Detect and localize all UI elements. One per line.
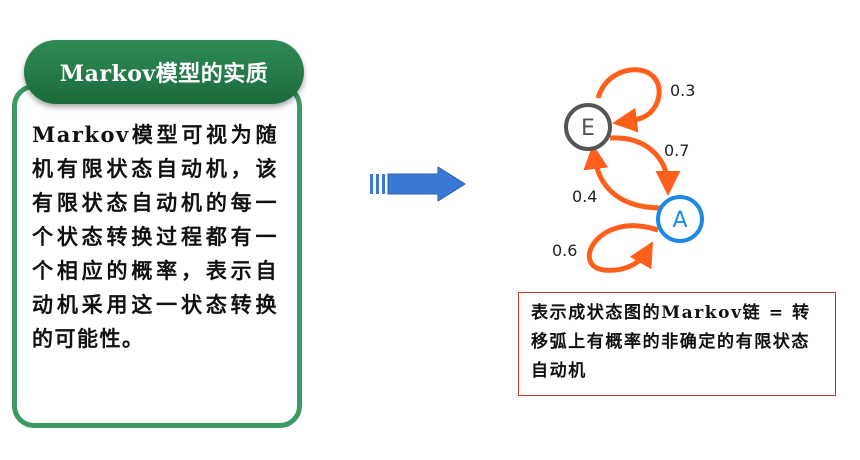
node-a [656,195,704,243]
state-diagram: E A 0.3 0.7 0.4 0.6 [552,67,704,273]
label-e-e: 0.3 [670,81,695,100]
panel-body-text: Markov模型可视为随机有限状态自动机，该有限状态自动机的每一个状态转换过程都… [32,122,278,351]
content-panel [12,84,302,428]
node-e [564,103,612,151]
edge-a-a [586,223,659,273]
edge-e-e [595,67,662,133]
block-arrow-icon [370,166,466,202]
node-a-label: A [672,208,687,233]
label-e-a: 0.7 [664,141,689,160]
node-e-label: E [581,116,595,141]
edge-e-a [609,135,681,196]
caption-box: 表示成状态图的Markov链 = 转移弧上有概率的非确定的有限状态自动机 [518,292,836,396]
label-a-a: 0.6 [552,241,577,260]
edge-a-e [583,144,663,211]
label-a-e: 0.4 [572,187,597,206]
panel-title: Markov模型的实质 [24,40,304,104]
